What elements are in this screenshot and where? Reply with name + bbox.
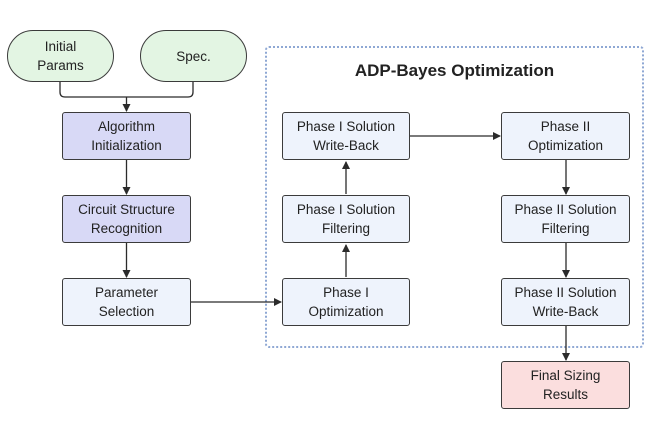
parameter-selection-node: Parameter Selection [62, 278, 191, 326]
algorithm-initialization-label: Algorithm Initialization [91, 119, 162, 153]
phase1-solution-writeback-label: Phase I Solution Write-Back [296, 119, 396, 153]
phase1-solution-filtering-label: Phase I Solution Filtering [296, 202, 396, 236]
spec-node: Spec. [140, 30, 247, 82]
phase1-optimization-label: Phase I Optimization [308, 285, 384, 319]
edge-inputs-to-algorithm-init [59, 82, 194, 98]
spec-label: Spec. [176, 48, 211, 64]
final-sizing-results-node: Final Sizing Results [501, 361, 630, 409]
circuit-structure-recognition-label: Circuit Structure Recognition [78, 202, 175, 236]
algorithm-initialization-node: Algorithm Initialization [62, 112, 191, 160]
adp-bayes-group-title: ADP-Bayes Optimization [354, 61, 555, 80]
phase2-optimization-node: Phase II Optimization [501, 112, 630, 160]
phase2-solution-writeback-label: Phase II Solution Write-Back [514, 285, 617, 319]
initial-params-node: Initial Params [7, 30, 114, 82]
adp-bayes-group-box [265, 46, 644, 348]
parameter-selection-label: Parameter Selection [94, 285, 159, 319]
phase1-solution-writeback-node: Phase I Solution Write-Back [282, 112, 410, 160]
final-sizing-results-label: Final Sizing Results [530, 368, 601, 402]
phase1-solution-filtering-node: Phase I Solution Filtering [282, 195, 410, 243]
phase2-solution-filtering-node: Phase II Solution Filtering [501, 195, 630, 243]
phase2-optimization-label: Phase II Optimization [527, 119, 604, 153]
initial-params-label: Initial Params [37, 39, 84, 73]
phase2-solution-filtering-label: Phase II Solution Filtering [514, 202, 617, 236]
circuit-structure-recognition-node: Circuit Structure Recognition [62, 195, 191, 243]
phase1-optimization-node: Phase I Optimization [282, 278, 410, 326]
phase2-solution-writeback-node: Phase II Solution Write-Back [501, 278, 630, 326]
